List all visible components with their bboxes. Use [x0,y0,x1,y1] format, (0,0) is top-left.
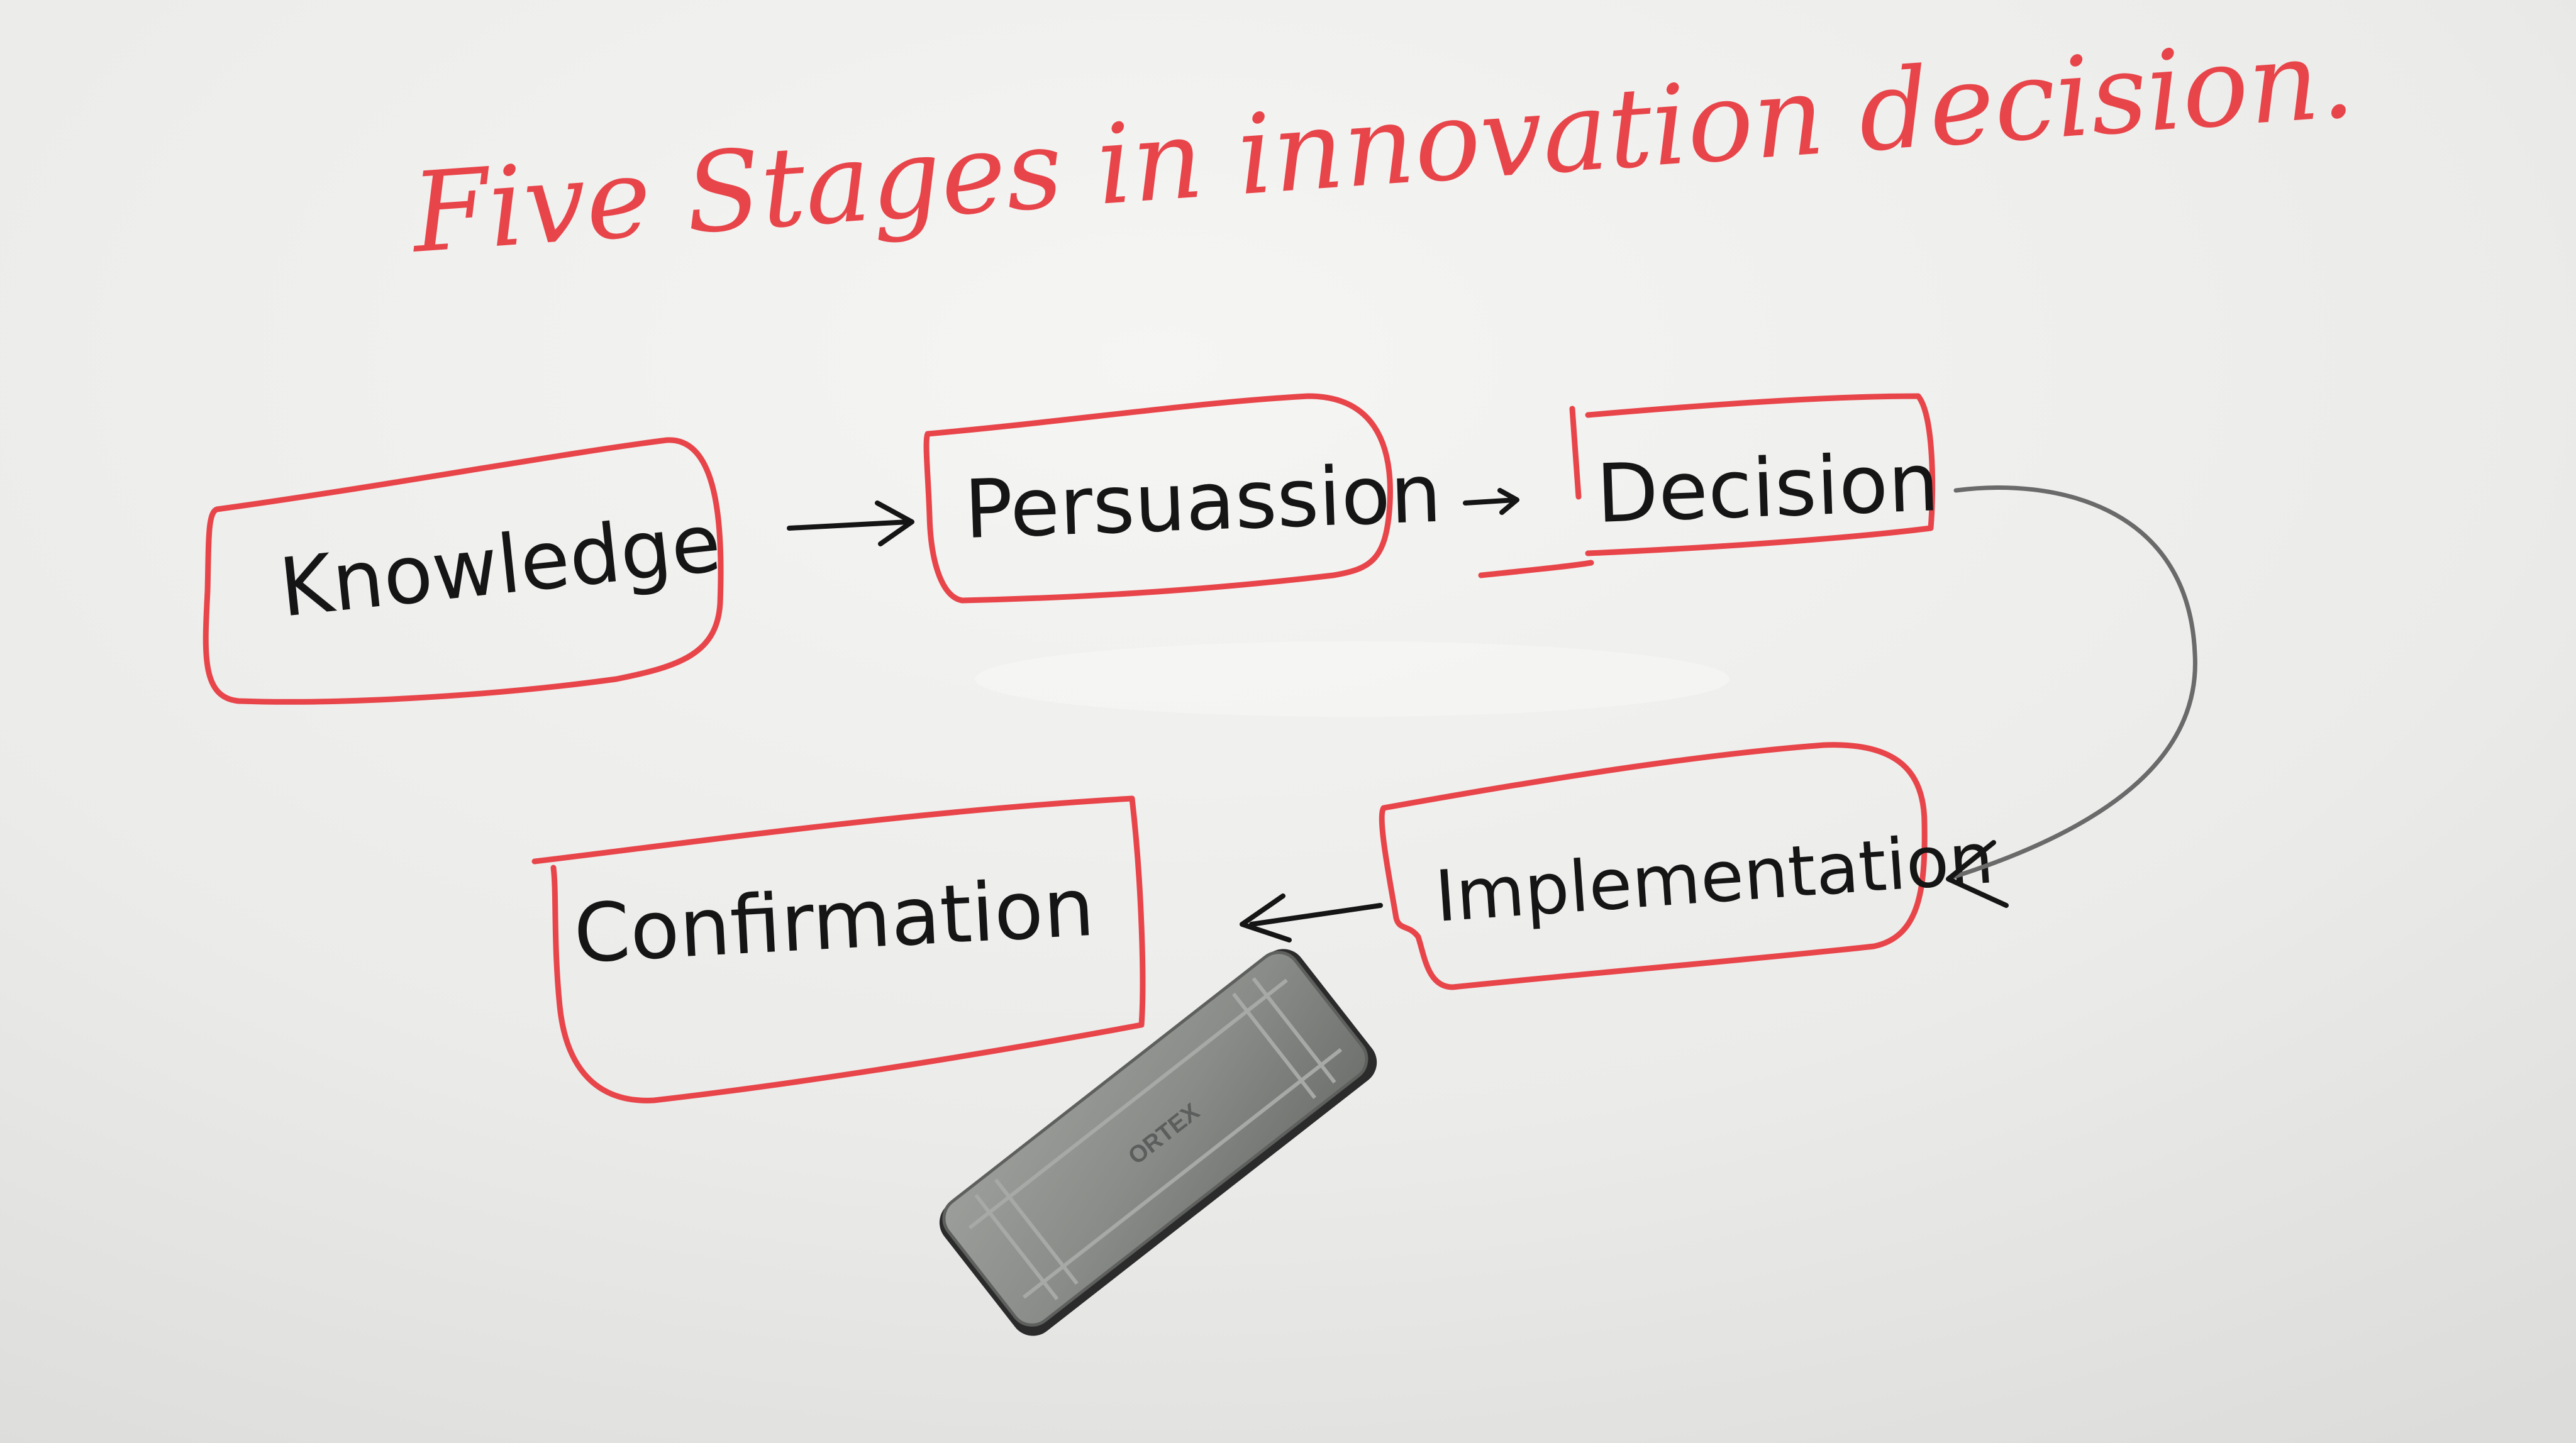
board-glare [975,641,1729,717]
eraser-body [942,951,1368,1327]
arrow-decision-to-implementation [1946,485,2197,908]
implementation-outline [1379,742,1928,990]
decision-left-tick [1569,406,1582,500]
stage-label-decision: Decision [1595,436,1941,541]
whiteboard-eraser: ORTEX [939,949,1377,1336]
stage-label-persuasion: Persuassion [963,447,1443,557]
arrow-knowledge-to-persuasion [787,500,914,546]
arrow-implementation-to-confirmation [1240,893,1383,943]
decision-underline [1478,560,1594,578]
stage-box-persuasion: Persuassion [923,393,1443,604]
arrow-persuasion-to-decision [1463,488,1519,515]
decision-outline [1585,393,1936,556]
knowledge-outline [203,437,724,705]
confirmation-outline [531,795,1146,1103]
persuasion-outline [923,393,1393,604]
eraser-ridges [968,977,1343,1301]
stage-box-decision: Decision [1478,393,1941,578]
